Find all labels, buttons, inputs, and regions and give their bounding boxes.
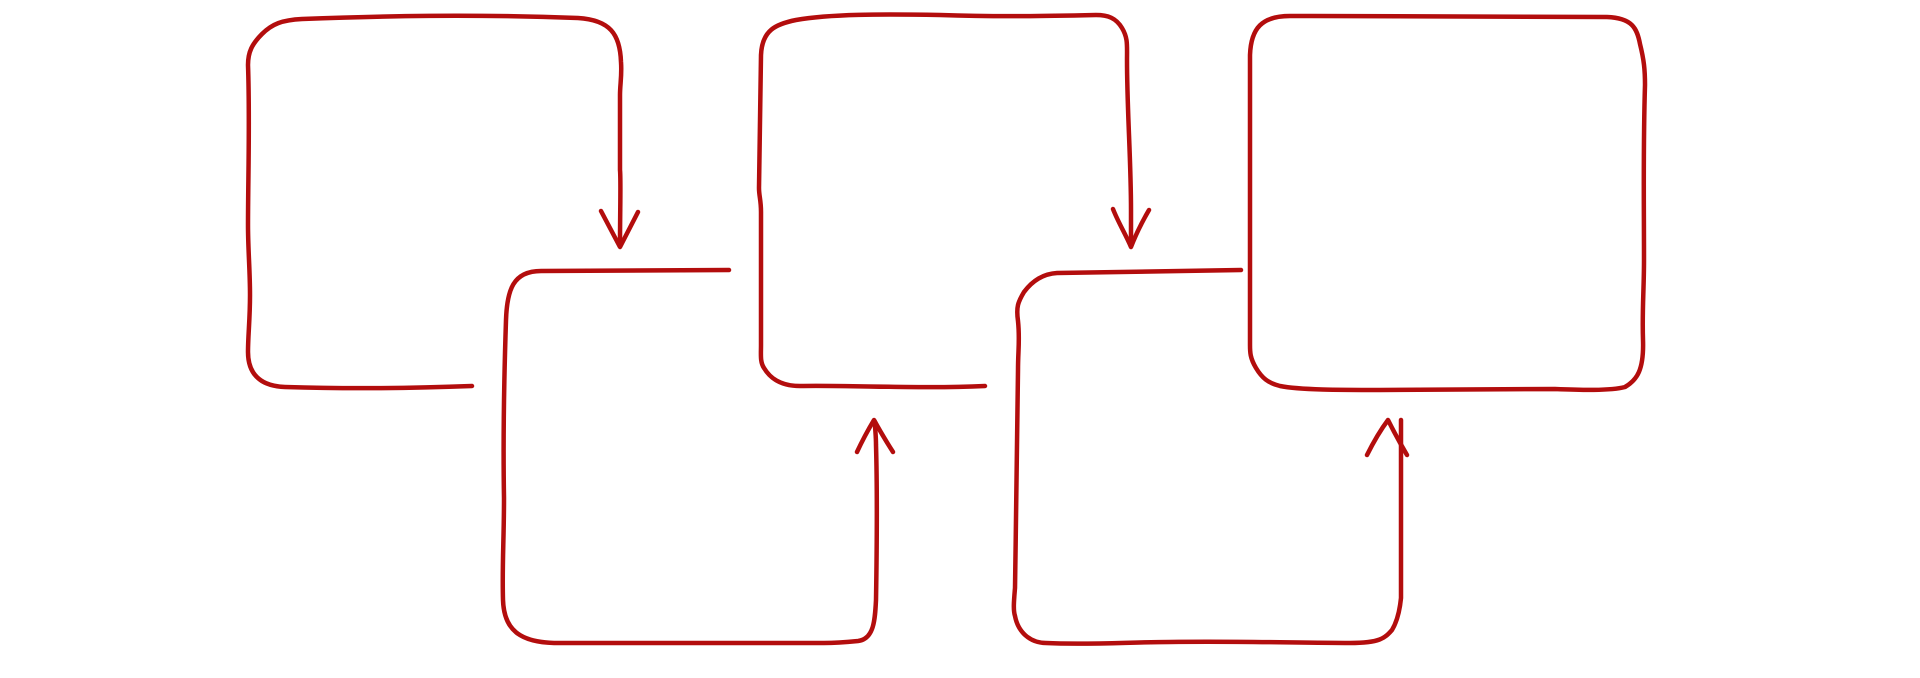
arrowhead-down-icon — [598, 208, 641, 250]
loop-1-line — [245, 13, 624, 391]
arrowhead-up-icon — [1364, 417, 1410, 458]
loop-2-line — [500, 267, 879, 646]
arrowhead-up-icon — [854, 417, 896, 455]
loop-4-line — [1011, 267, 1404, 646]
loop-3-line — [756, 12, 1134, 390]
box-outline — [1247, 13, 1648, 393]
arrowhead-down-icon — [1110, 206, 1152, 250]
